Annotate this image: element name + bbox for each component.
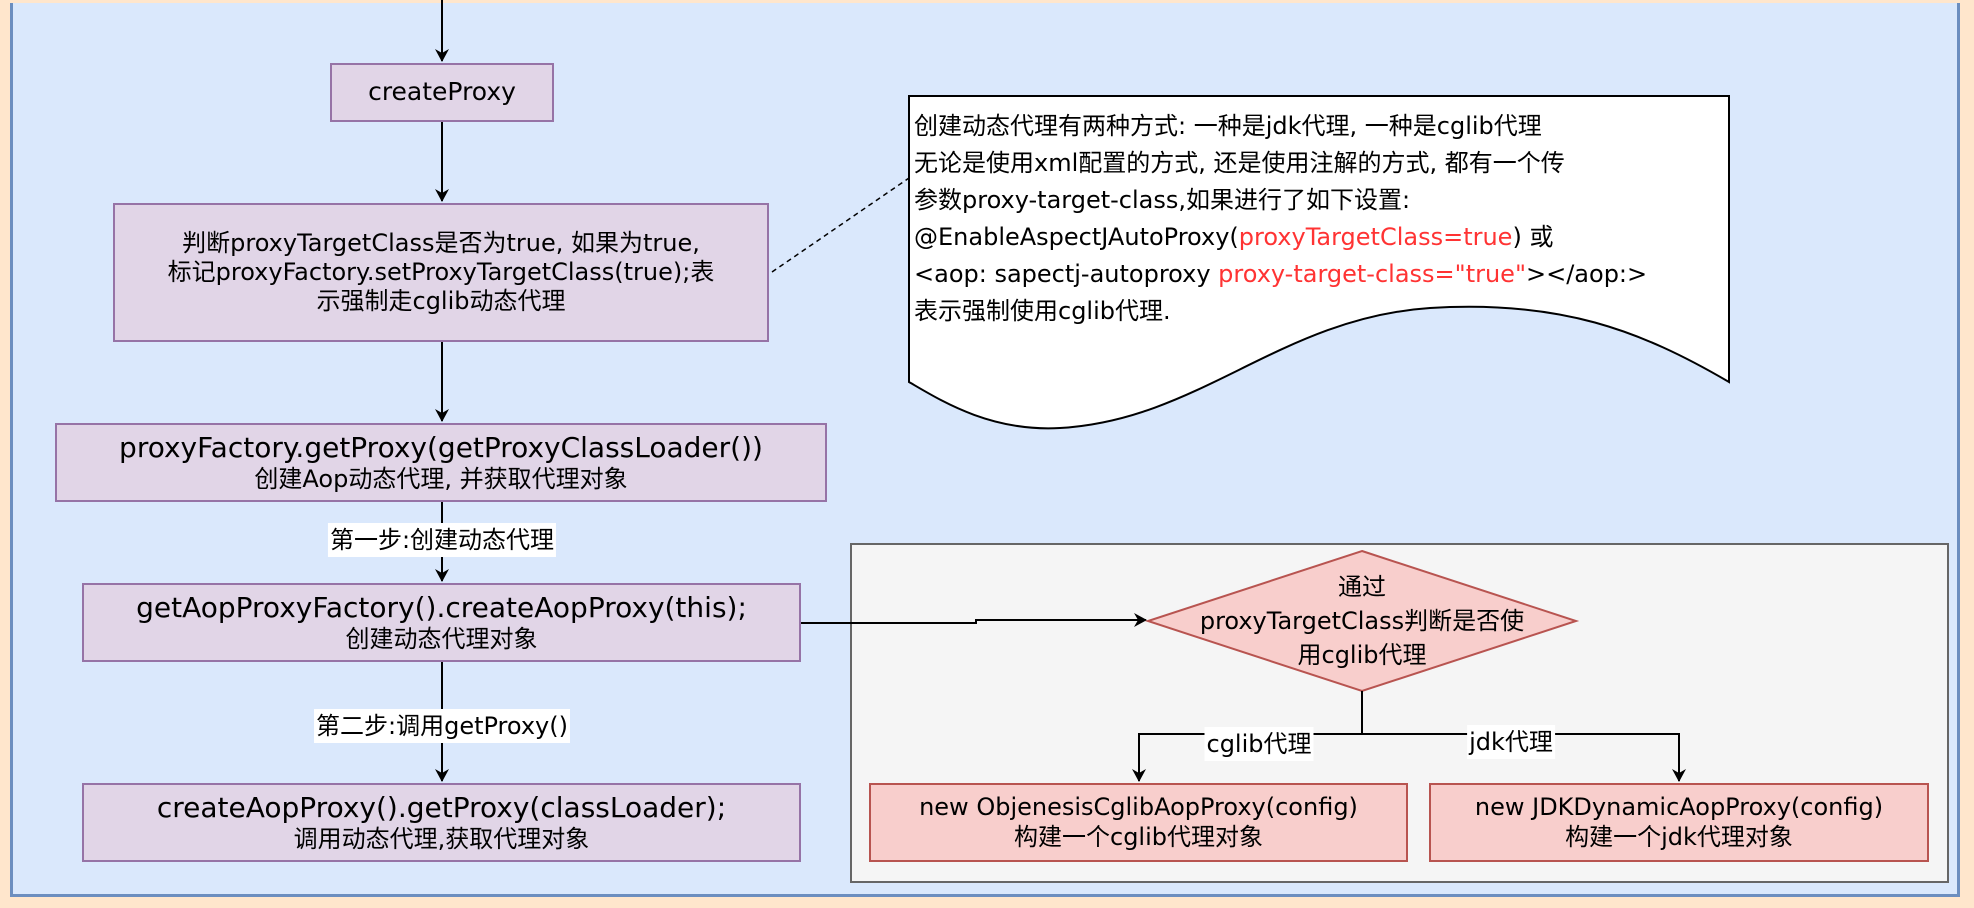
note-text: <aop: sapectj-autoproxy (914, 260, 1219, 288)
decision-label: 通过 proxyTargetClass判断是否使 用cglib代理 (1152, 570, 1572, 672)
node-title: new JDKDynamicAopProxy(config) (1474, 793, 1884, 822)
node-title: createAopProxy().getProxy(classLoader); (156, 790, 727, 824)
node-label: createProxy (368, 77, 516, 107)
node-title: getAopProxyFactory().createAopProxy(this… (136, 590, 747, 624)
decision-line: proxyTargetClass判断是否使 (1199, 607, 1525, 635)
note-highlight: proxy-target-class="true" (1218, 260, 1526, 288)
edge-createaopproxy-to-decision (801, 613, 1147, 627)
decision-line: 用cglib代理 (1297, 641, 1427, 669)
decision-line: 通过 (1338, 573, 1386, 601)
node-subtitle: 构建一个cglib代理对象 (1014, 822, 1263, 851)
note-text: ) 或 (1512, 223, 1554, 251)
note-callout: 创建动态代理有两种方式: 一种是jdk代理, 一种是cglib代理 无论是使用x… (914, 108, 1724, 330)
node-subtitle: 创建动态代理对象 (345, 624, 538, 653)
node-subtitle: 调用动态代理,获取代理对象 (293, 824, 590, 853)
node-jdk-proxy[interactable]: new JDKDynamicAopProxy(config) 构建一个jdk代理… (1429, 783, 1929, 862)
node-create-proxy[interactable]: createProxy (330, 63, 554, 122)
note-text: @EnableAspectJAutoProxy( (914, 223, 1239, 251)
edge-label-step-two: 第二步:调用getProxy() (314, 709, 570, 743)
node-cglib-proxy[interactable]: new ObjenesisCglibAopProxy(config) 构建一个c… (869, 783, 1408, 862)
node-title: new ObjenesisCglibAopProxy(config) (919, 793, 1358, 822)
edge-label-cglib: cglib代理 (1204, 727, 1314, 761)
node-subtitle: 构建一个jdk代理对象 (1565, 822, 1793, 851)
note-line: 无论是使用xml配置的方式, 还是使用注解的方式, 都有一个传 (914, 149, 1565, 177)
node-line: 示强制走cglib动态代理 (316, 287, 566, 316)
node-check-target-class[interactable]: 判断proxyTargetClass是否为true, 如果为true, 标记pr… (113, 203, 769, 342)
edge-label-step-one: 第一步:创建动态代理 (327, 523, 557, 557)
node-line: 判断proxyTargetClass是否为true, 如果为true, (182, 228, 700, 257)
note-line: @EnableAspectJAutoProxy(proxyTargetClass… (914, 219, 1724, 256)
note-text: ></aop:> (1526, 260, 1648, 288)
note-line: 创建动态代理有两种方式: 一种是jdk代理, 一种是cglib代理 (914, 112, 1542, 140)
node-create-aop-proxy[interactable]: getAopProxyFactory().createAopProxy(this… (82, 583, 801, 662)
note-connector (771, 177, 910, 273)
node-title: proxyFactory.getProxy(getProxyClassLoade… (119, 430, 763, 464)
node-line: 标记proxyFactory.setProxyTargetClass(true)… (167, 257, 715, 286)
note-highlight: proxyTargetClass=true (1238, 223, 1513, 251)
note-line: 参数proxy-target-class,如果进行了如下设置: (914, 186, 1411, 214)
note-line: <aop: sapectj-autoproxy proxy-target-cla… (914, 256, 1724, 293)
node-invoke-get-proxy[interactable]: createAopProxy().getProxy(classLoader); … (82, 783, 801, 862)
node-subtitle: 创建Aop动态代理, 并获取代理对象 (254, 464, 628, 493)
note-line: 表示强制使用cglib代理. (914, 297, 1171, 325)
node-get-proxy[interactable]: proxyFactory.getProxy(getProxyClassLoade… (55, 423, 827, 502)
note-shape (908, 95, 1730, 430)
edge-label-jdk: jdk代理 (1467, 725, 1555, 759)
